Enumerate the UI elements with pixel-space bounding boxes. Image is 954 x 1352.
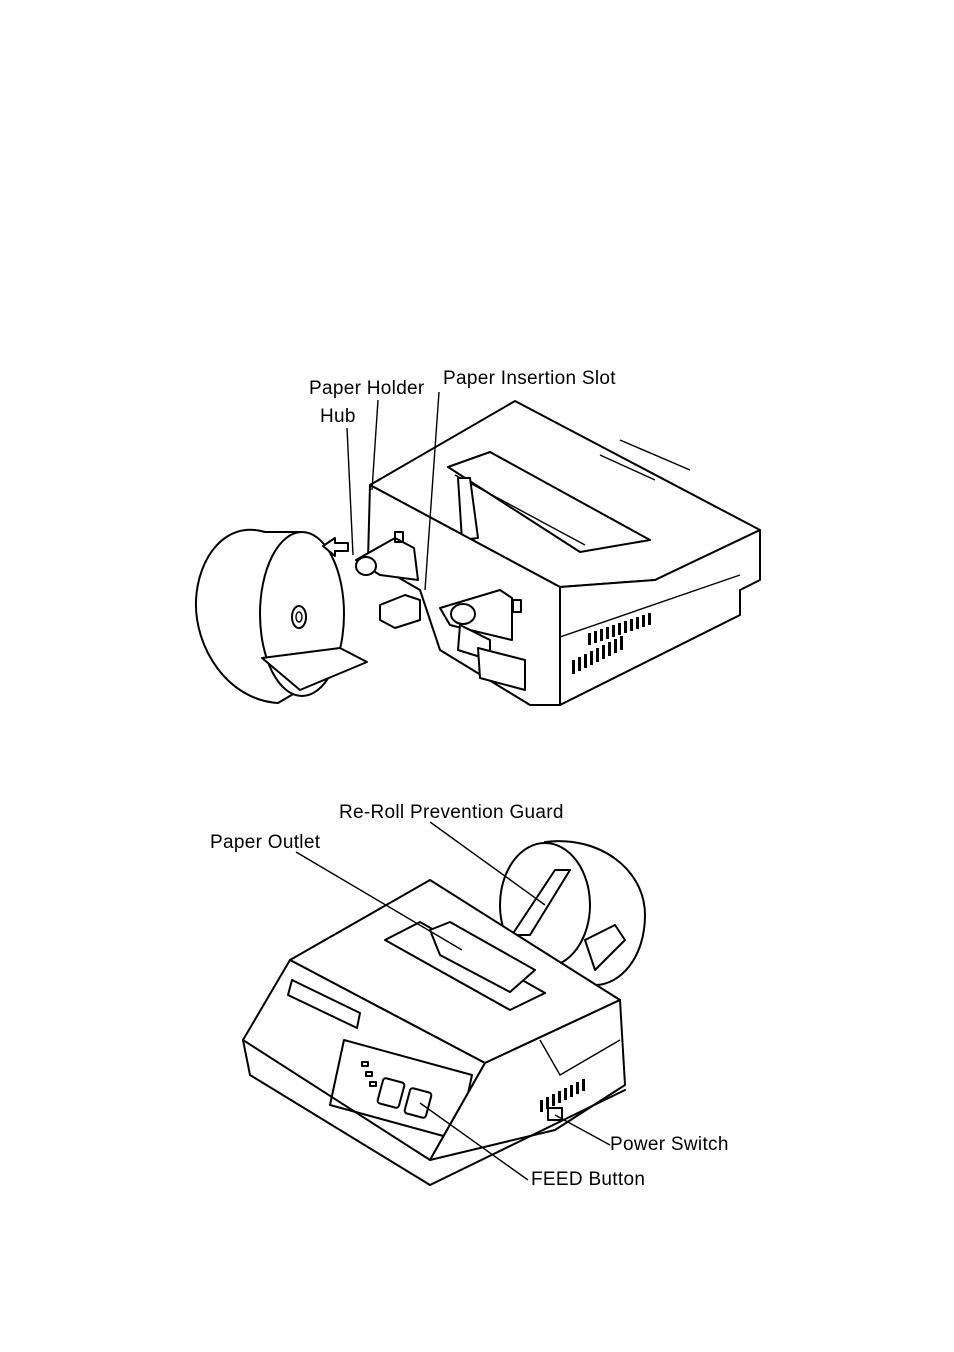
leader-paper-insertion-slot — [424, 391, 440, 591]
label-hub: Hub — [320, 406, 356, 427]
printer-body-rear — [367, 400, 761, 706]
leader-re-roll-guard — [429, 821, 546, 906]
insertion-arrow — [322, 537, 349, 557]
leader-paper-holder — [371, 399, 379, 491]
printer-body-front — [242, 879, 626, 1186]
leader-paper-outlet — [295, 851, 463, 951]
label-re-roll-prevention-guard: Re-Roll Prevention Guard — [339, 802, 564, 823]
paper-holder-left — [355, 531, 419, 581]
leader-hub — [346, 427, 354, 556]
label-paper-outlet: Paper Outlet — [210, 832, 321, 853]
label-power-switch: Power Switch — [610, 1134, 729, 1155]
paper-roll-illustration — [194, 528, 368, 704]
paper-roll-behind — [499, 840, 646, 986]
leader-power-switch — [554, 1114, 611, 1146]
label-paper-holder: Paper Holder — [309, 378, 425, 399]
re-roll-guard — [511, 869, 571, 936]
power-switch-shape — [547, 1107, 563, 1121]
label-feed-button: FEED Button — [531, 1169, 646, 1190]
paper-holder-right — [439, 589, 522, 661]
connector — [379, 594, 526, 691]
leader-feed-button — [419, 1102, 529, 1181]
printer-rear-view-drawing — [194, 391, 761, 706]
label-paper-insertion-slot: Paper Insertion Slot — [443, 368, 616, 389]
